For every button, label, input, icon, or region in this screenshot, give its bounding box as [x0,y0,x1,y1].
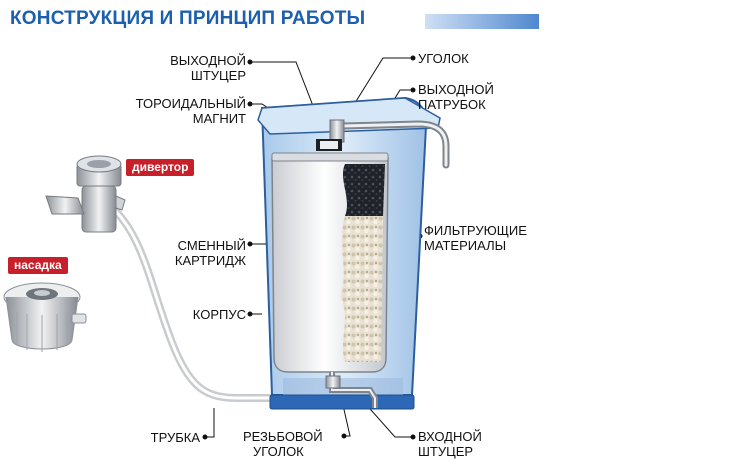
label-filter-materials: ФИЛЬТРУЮЩИЕ МАТЕРИАЛЫ [424,223,527,253]
label-housing: КОРПУС [192,307,246,322]
replaceable-cartridge [271,152,389,373]
badge-diverter: дивертор [126,159,195,176]
label-outlet-spout: ВЫХОДНОЙ ПАТРУБОК [418,82,494,112]
label-toroidal-magnet: ТОРОИДАЛЬНЫЙ МАГНИТ [135,96,246,126]
label-threaded-elbow: РЕЗЬБОВОЙ УГОЛОК [243,429,323,459]
page-title: КОНСТРУКЦИЯ И ПРИНЦИП РАБОТЫ [10,8,366,29]
diverter-device [45,155,126,233]
label-tube: ТРУБКА [150,430,200,445]
label-outlet-fitting: ВЫХОДНОЙ ШТУЦЕР [170,53,246,83]
label-replaceable-cartridge: СМЕННЫЙ КАРТРИДЖ [174,238,246,268]
elbow-fitting [329,119,345,143]
badge-nozzle: насадка [8,257,68,274]
title-accent-bar [425,14,539,29]
nozzle-device [3,282,87,352]
label-elbow: УГОЛОК [418,51,469,66]
label-inlet-fitting: ВХОДНОЙ ШТУЦЕР [418,429,482,459]
